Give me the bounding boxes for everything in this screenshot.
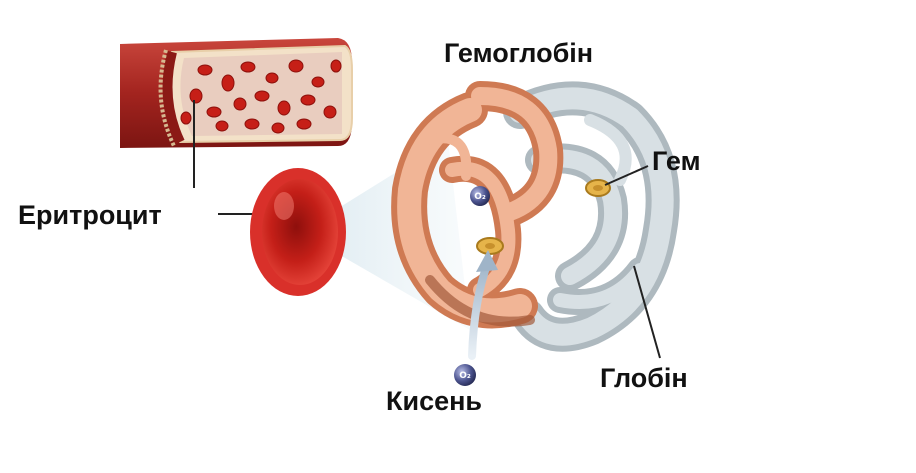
- red-blood-cell-icon: [250, 168, 346, 296]
- oxygen-molecule-icon: O₂: [454, 364, 476, 386]
- heme-group-icon: [476, 179, 611, 255]
- heme-callout-line: [604, 165, 649, 186]
- o2-label-free: O₂: [459, 371, 471, 381]
- oxygen-molecule-icon: O₂: [470, 186, 490, 206]
- label-globin: Глобін: [600, 363, 688, 393]
- o2-label-bound: O₂: [474, 192, 486, 202]
- diagram-title: Гемоглобін: [444, 38, 594, 68]
- label-heme: Гем: [652, 146, 701, 176]
- oxygen-arrow: [468, 250, 498, 360]
- label-oxygen: Кисень: [386, 386, 483, 416]
- blood-vessel-icon: [120, 38, 353, 148]
- label-red-blood-cell: Еритроцит: [18, 200, 162, 230]
- globin-callout-line: [633, 265, 661, 359]
